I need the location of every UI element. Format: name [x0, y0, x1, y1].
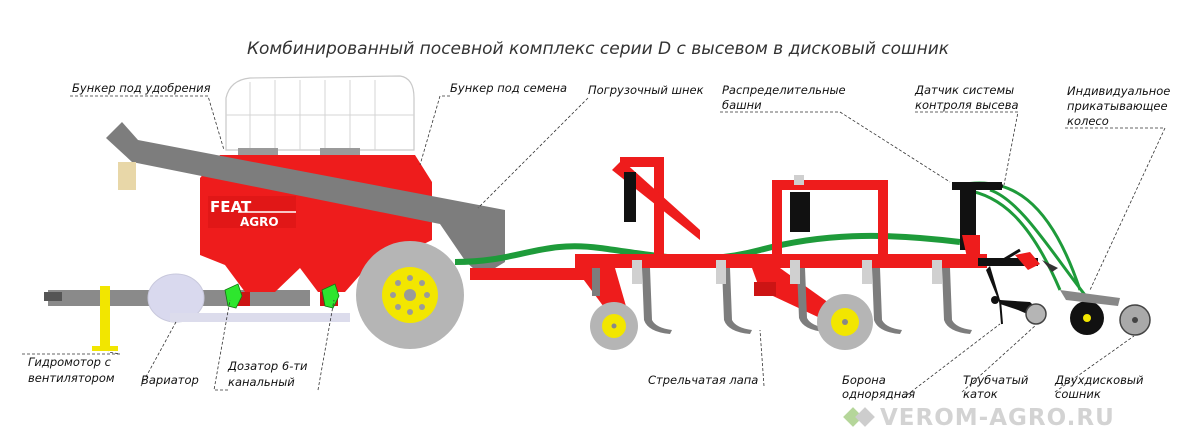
- label-sensor: Датчик системы контроля высева: [914, 83, 1019, 112]
- svg-text:AGRO: AGRO: [240, 215, 279, 229]
- watermark-check-icon: [843, 407, 875, 427]
- callout-leaders: [22, 95, 1166, 399]
- rear-section: [978, 248, 1058, 316]
- distribution-tower: [952, 182, 1003, 262]
- sweep-shanks: [592, 268, 972, 334]
- harrow-tines: [999, 299, 1003, 325]
- label-fert-hopper: Бункер под удобрения: [72, 81, 211, 95]
- watermark: VEROM-AGRO.RU: [843, 405, 1115, 431]
- shank-clamps: [632, 260, 942, 284]
- label-harrow: Борона однорядная: [842, 373, 915, 401]
- feat-agro-logo: FEAT AGRO: [208, 196, 296, 229]
- tubular-roller: [1025, 303, 1047, 325]
- opener-arm: [1060, 290, 1120, 306]
- hitch-eye: [44, 292, 62, 301]
- callout-labels: Бункер под удобрения Бункер под семена П…: [28, 81, 1174, 401]
- green-meter-1: [224, 283, 243, 309]
- label-auger: Погрузочный шнек: [588, 83, 704, 97]
- label-sweep: Стрельчатая лапа: [648, 373, 758, 387]
- label-seed-hopper: Бункер под семена: [450, 81, 567, 95]
- label-roller: Трубчатый каток: [963, 373, 1032, 401]
- label-variator: Вариатор: [141, 373, 199, 387]
- label-hydromotor: Гидромотор с вентилятором: [28, 355, 115, 385]
- jack-foot: [92, 346, 118, 351]
- label-metering: Дозатор 6-ти канальный: [227, 359, 311, 389]
- label-press-wheel: Индивидуальное прикатывающее колесо: [1067, 84, 1174, 128]
- watermark-text: VEROM-AGRO.RU: [880, 405, 1115, 431]
- air-manifold: [170, 313, 350, 322]
- svg-text:FEAT: FEAT: [210, 198, 252, 216]
- diagram-title: Комбинированный посевной комплекс серии …: [247, 39, 950, 59]
- hopper-lid: [225, 75, 415, 156]
- hopper-cart: FEAT AGRO: [44, 75, 505, 351]
- label-disc-opener: Двухдисковый сошник: [1054, 373, 1147, 401]
- loading-auger: [106, 122, 505, 276]
- auger-intake: [118, 162, 136, 190]
- jack-stand: [100, 286, 110, 348]
- green-meter-2: [321, 283, 340, 309]
- label-towers: Распределительные башни: [722, 83, 849, 112]
